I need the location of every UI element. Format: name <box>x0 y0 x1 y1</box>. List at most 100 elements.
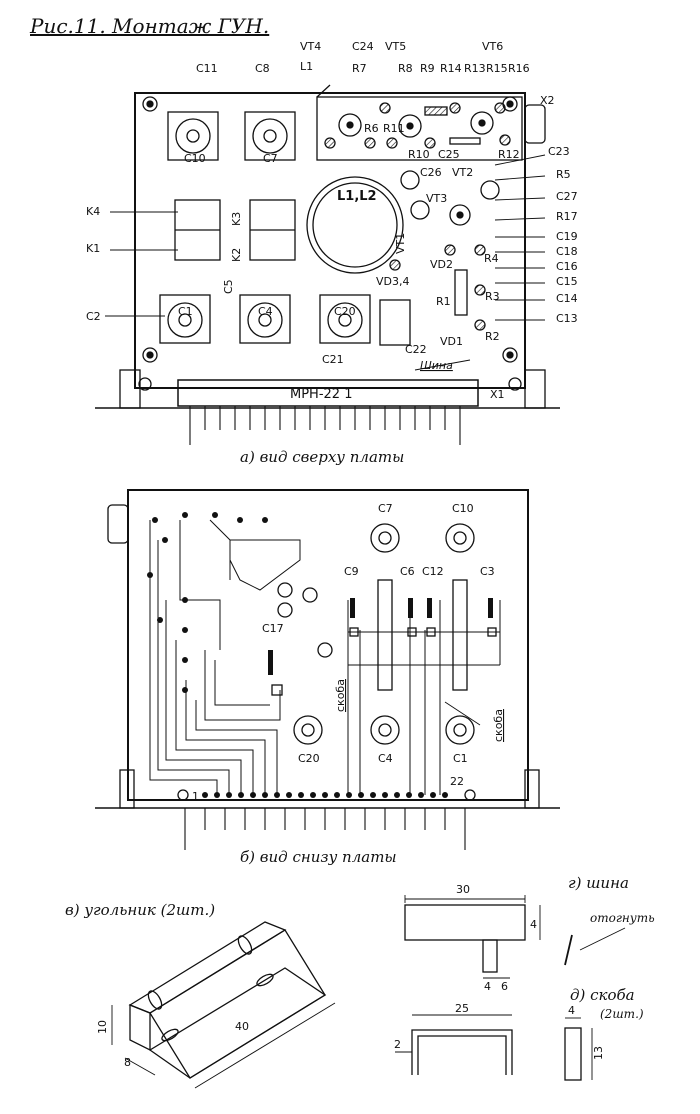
label-b-c12: C12 <box>422 565 444 578</box>
label-b-c10: C10 <box>452 502 474 515</box>
bus-shina <box>379 299 411 346</box>
label-c5: C5 <box>222 279 235 294</box>
label-r8: R8 <box>398 62 413 75</box>
connector-x2 <box>524 104 546 144</box>
label-r2: R2 <box>485 330 500 343</box>
clip-qty: (2шт.) <box>600 1007 644 1021</box>
label-c11: C11 <box>196 62 218 75</box>
label-l1-l2: L1,L2 <box>337 189 377 204</box>
label-r4: R4 <box>484 252 499 265</box>
bus-dim-4: 4 <box>530 918 537 931</box>
clip-dim-4: 4 <box>568 1004 575 1017</box>
bottom-connector-pins <box>184 808 466 850</box>
label-c2: C2 <box>86 310 101 323</box>
bottom-pad-row <box>202 792 448 798</box>
label-k3: K3 <box>230 212 243 226</box>
label-c14: C14 <box>556 292 578 305</box>
label-r11: R11 <box>383 122 405 135</box>
label-c8: C8 <box>255 62 270 75</box>
label-c26: C26 <box>420 166 442 179</box>
label-c20: C20 <box>334 305 356 318</box>
top-view-labels: C11 C8 VT4 L1 C24 R7 VT5 R8 R9 R14 R13 R… <box>86 40 578 466</box>
top-board-outline <box>134 92 526 389</box>
top-view-caption: а) вид сверху платы <box>240 448 404 466</box>
label-x1: X1 <box>490 388 505 401</box>
label-r3: R3 <box>485 290 500 303</box>
label-b-c6: C6 <box>400 565 415 578</box>
label-r16: R16 <box>508 62 530 75</box>
angle-dim-40: 40 <box>235 1020 249 1033</box>
label-b-c3: C3 <box>480 565 495 578</box>
connector-x1 <box>177 379 479 407</box>
detail-bus <box>404 895 626 979</box>
label-c1: C1 <box>178 305 193 318</box>
label-c22: C22 <box>405 343 427 356</box>
label-vt4: VT4 <box>300 40 321 53</box>
label-c13: C13 <box>556 312 578 325</box>
angle-caption: в) угольник (2шт.) <box>65 901 215 919</box>
label-l1: L1 <box>300 60 313 73</box>
bottom-view-labels: C7 C10 C9 C6 C12 C3 C17 скоба скоба C20 … <box>192 502 505 866</box>
label-c10: C10 <box>184 152 206 165</box>
clip-dim-13: 13 <box>592 1046 605 1060</box>
label-b-c17: C17 <box>262 622 284 635</box>
bus-caption: г) шина <box>568 874 629 892</box>
label-c7: C7 <box>263 152 278 165</box>
label-r7: R7 <box>352 62 367 75</box>
bottom-traces <box>149 519 301 795</box>
bus-dim-4b: 4 <box>484 980 491 993</box>
top-corner-screws <box>142 96 518 363</box>
clip-dim-2: 2 <box>394 1038 401 1051</box>
detail-bus-labels: г) шина 30 4 4 6 отогнуть <box>456 874 655 993</box>
label-vt6: VT6 <box>482 40 503 53</box>
label-vt3: VT3 <box>426 192 447 205</box>
label-vd1: VD1 <box>440 335 463 348</box>
label-b-c7: C7 <box>378 502 393 515</box>
label-c21: C21 <box>322 353 344 366</box>
module-label: МРН-22 1 <box>290 387 352 402</box>
label-k1: K1 <box>86 242 100 255</box>
label-c16: C16 <box>556 260 578 273</box>
label-r5: R5 <box>556 168 571 181</box>
connector-x1-pins <box>189 406 461 445</box>
label-r10: R10 <box>408 148 430 161</box>
label-b-pin22: 22 <box>450 775 464 788</box>
label-b-c20: C20 <box>298 752 320 765</box>
label-r9: R9 <box>420 62 435 75</box>
bottom-view <box>95 489 560 850</box>
bottom-board-outline <box>127 489 529 801</box>
top-view <box>95 84 560 445</box>
label-b-skoba-right: скоба <box>492 709 505 742</box>
label-c4: C4 <box>258 305 273 318</box>
bottom-view-caption: б) вид снизу платы <box>240 848 397 866</box>
label-vt1: VT1 <box>394 233 407 254</box>
label-k2: K2 <box>230 248 243 262</box>
label-vd3-4: VD3,4 <box>376 275 410 288</box>
detail-angle-labels: в) угольник (2шт.) 10 8 40 <box>65 901 249 1069</box>
label-c27: C27 <box>556 190 578 203</box>
label-r17: R17 <box>556 210 578 223</box>
detail-clip <box>395 1014 593 1081</box>
bracket-right <box>452 579 468 691</box>
vco-compartment <box>316 96 523 161</box>
label-x2: X2 <box>540 94 555 107</box>
label-b-skoba-left: скоба <box>334 679 347 712</box>
figure-title: Рис.11. Монтаж ГУН. <box>30 14 270 38</box>
label-r12: R12 <box>498 148 520 161</box>
label-vt5: VT5 <box>385 40 406 53</box>
label-b-c4: C4 <box>378 752 393 765</box>
angle-dim-10: 10 <box>96 1020 109 1034</box>
label-r6: R6 <box>364 122 379 135</box>
label-r14: R14 <box>440 62 462 75</box>
label-c15: C15 <box>556 275 578 288</box>
label-shina: Шина <box>420 359 453 372</box>
bus-dim-6: 6 <box>501 980 508 993</box>
label-vt2: VT2 <box>452 166 473 179</box>
clip-caption: д) скоба <box>570 986 635 1004</box>
clip-dim-25: 25 <box>455 1002 469 1015</box>
bus-note: отогнуть <box>590 911 655 925</box>
bottom-trimmer-holes <box>277 523 475 745</box>
angle-dim-8: 8 <box>124 1056 131 1069</box>
label-vd2: VD2 <box>430 258 453 271</box>
detail-clip-labels: д) скоба (2шт.) 25 2 4 13 <box>394 986 644 1060</box>
